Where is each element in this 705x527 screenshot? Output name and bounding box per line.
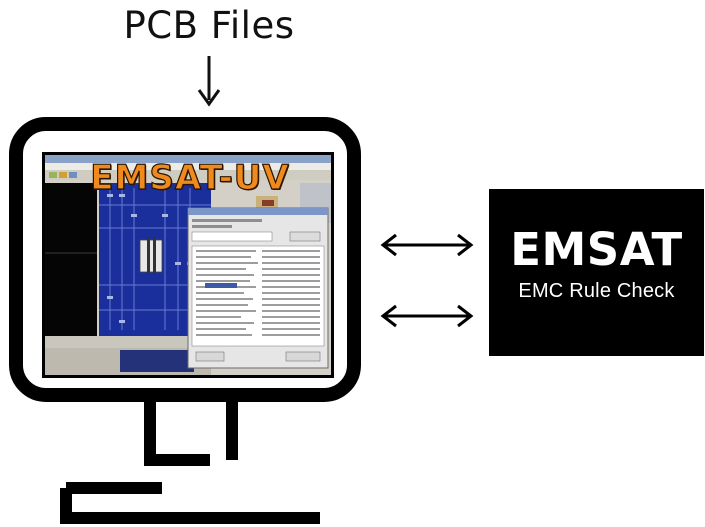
double-arrow-icon <box>380 304 474 328</box>
monitor-icon <box>9 117 361 524</box>
emsat-checker-box: EMSAT EMC Rule Check <box>489 189 704 356</box>
down-arrow-icon <box>197 56 221 107</box>
pcb-files-label: PCB Files <box>123 4 295 47</box>
screen-overlay-title: EMSAT-UV <box>90 157 290 198</box>
software-screenshot <box>42 152 334 378</box>
double-arrow-icon <box>380 233 474 257</box>
checker-title: EMSAT <box>510 223 683 276</box>
checker-subtitle: EMC Rule Check <box>518 280 675 302</box>
